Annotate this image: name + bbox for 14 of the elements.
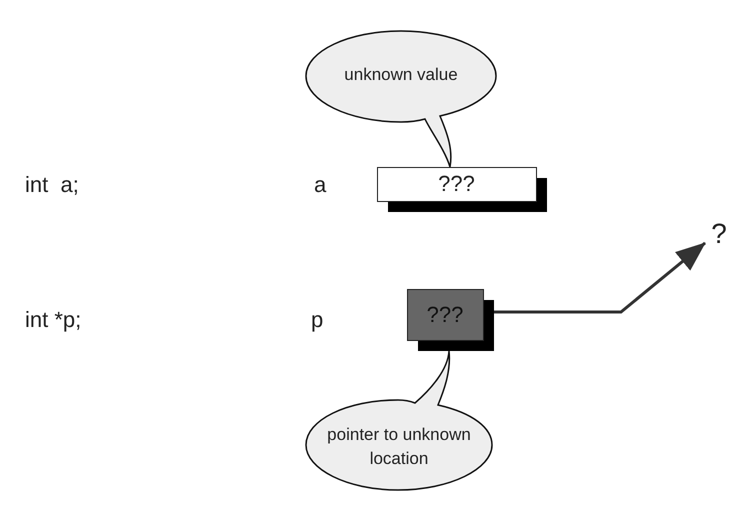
- unknown-target: ?: [710, 218, 728, 250]
- cell-value: ???: [437, 170, 476, 198]
- memory-cell: [377, 167, 547, 212]
- pointer-cell: [407, 289, 494, 351]
- callout-text: pointer to unknown location: [326, 424, 472, 470]
- variable-name: p: [311, 307, 324, 333]
- callout-text: unknown value: [343, 65, 459, 85]
- speech-bubble: [305, 30, 497, 168]
- variable-name: a: [314, 172, 326, 198]
- code-declaration: int *p;: [25, 307, 82, 333]
- code-declaration: int a;: [25, 172, 79, 198]
- pointer-arrow: [494, 242, 706, 314]
- cell-value: ???: [426, 301, 464, 329]
- speech-bubble: [305, 350, 493, 492]
